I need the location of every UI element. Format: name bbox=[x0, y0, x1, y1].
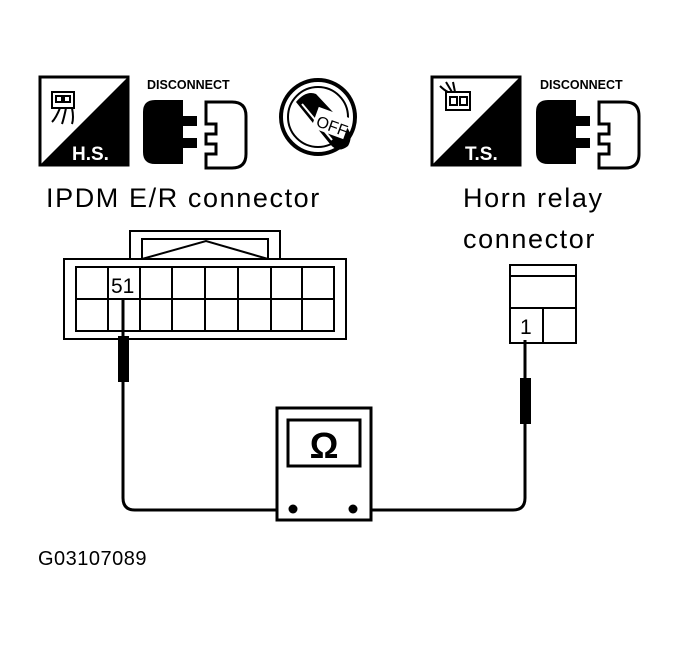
horn-relay-connector-body bbox=[509, 264, 577, 344]
ts-terminal-side-icon: T.S. bbox=[430, 75, 522, 167]
horn-relay-label-line2: connector bbox=[463, 224, 596, 254]
hs-harness-side-icon: H.S. bbox=[38, 75, 130, 167]
probe-lead-left bbox=[118, 300, 290, 512]
disconnect-plug-icon-left: DISCONNECT bbox=[143, 78, 248, 170]
ipdm-connector-body bbox=[63, 230, 347, 340]
disconnect-plug-icon-right: DISCONNECT bbox=[536, 78, 641, 170]
horn-relay-label-line1: Horn relay bbox=[463, 183, 604, 213]
disconnect-label-right: DISCONNECT bbox=[540, 78, 623, 92]
disconnect-label-left: DISCONNECT bbox=[147, 78, 230, 92]
ipdm-terminal-number: 51 bbox=[111, 275, 134, 298]
hs-label: H.S. bbox=[72, 144, 109, 165]
ignition-key-off-icon: OFF bbox=[279, 78, 357, 156]
ohm-symbol: Ω bbox=[310, 425, 339, 466]
ohmmeter bbox=[275, 406, 373, 522]
ipdm-connector-label: IPDM E/R connector bbox=[46, 183, 321, 213]
probe-lead-right bbox=[352, 340, 531, 512]
horn-terminal-number: 1 bbox=[520, 316, 532, 339]
figure-code: G03107089 bbox=[38, 548, 148, 570]
ts-label: T.S. bbox=[465, 144, 498, 165]
